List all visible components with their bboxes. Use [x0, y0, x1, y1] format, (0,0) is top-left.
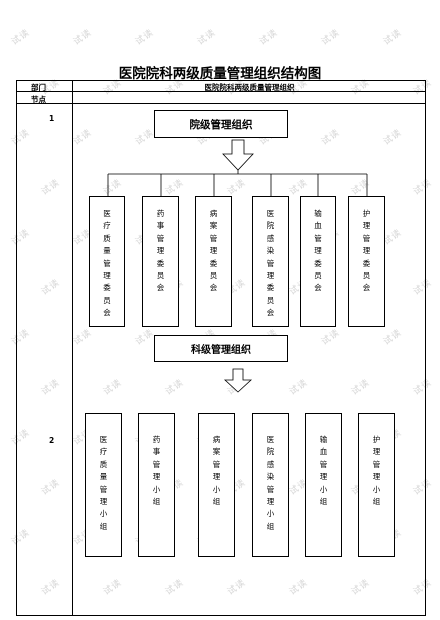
node-number-2: 2 — [49, 436, 55, 445]
document-title: 医院院科两级质量管理组织结构图 — [118, 66, 322, 82]
group-box-medical-quality: 医疗质量管理小组 — [85, 413, 122, 557]
hospital-level-banner-label: 院级管理组织 — [189, 118, 253, 131]
group-label: 病案管理小组 — [212, 435, 221, 507]
dept-value: 医院院科两级质量管理组织 — [204, 83, 295, 92]
group-box-nursing: 护理管理小组 — [358, 413, 395, 557]
committee-label: 输血管理委员会 — [314, 209, 322, 293]
committee-box-pharmacy: 药事管理委员会 — [142, 196, 179, 327]
group-box-pharmacy: 药事管理小组 — [138, 413, 175, 557]
committee-label: 病案管理委员会 — [209, 209, 218, 293]
hospital-level-banner: 院级管理组织 — [154, 110, 288, 138]
group-label: 药事管理小组 — [152, 435, 161, 507]
committee-label: 医院感染管理委员会 — [266, 209, 275, 318]
label-column — [16, 80, 73, 616]
committee-box-transfusion: 输血管理委员会 — [300, 196, 336, 327]
group-label: 医院感染管理小组 — [266, 435, 275, 531]
dept-label: 部门 — [31, 83, 46, 92]
group-box-infection: 医院感染管理小组 — [252, 413, 289, 557]
node-label: 节点 — [31, 95, 46, 104]
committee-box-medical-records: 病案管理委员会 — [195, 196, 232, 327]
group-label: 输血管理小组 — [319, 435, 328, 507]
node-number-1: 1 — [49, 114, 55, 123]
committee-box-medical-quality: 医疗质量管理委员会 — [89, 196, 125, 327]
down-arrow-2 — [223, 368, 253, 393]
committee-box-nursing: 护理管理委员会 — [348, 196, 385, 327]
committee-box-infection: 医院感染管理委员会 — [252, 196, 289, 327]
group-box-medical-records: 病案管理小组 — [198, 413, 235, 557]
group-label: 医疗质量管理小组 — [99, 435, 108, 531]
down-arrow-1 — [222, 139, 254, 171]
department-level-banner-label: 科级管理组织 — [191, 345, 251, 356]
group-box-transfusion: 输血管理小组 — [305, 413, 342, 557]
group-label: 护理管理小组 — [372, 435, 381, 507]
committee-label: 药事管理委员会 — [156, 209, 165, 293]
committee-label: 护理管理委员会 — [362, 209, 371, 293]
department-level-banner: 科级管理组织 — [154, 335, 288, 362]
committee-label: 医疗质量管理委员会 — [103, 209, 111, 318]
